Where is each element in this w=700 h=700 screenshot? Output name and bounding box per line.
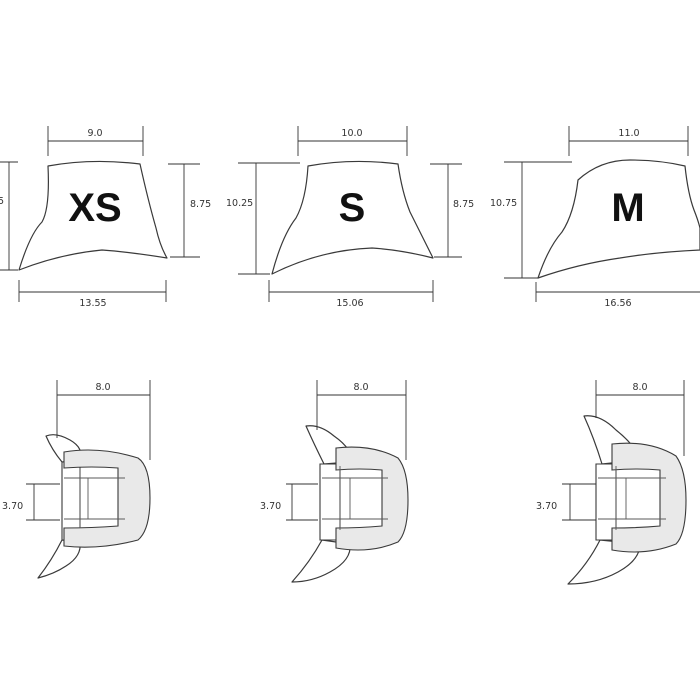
section-width-1: 8.0 (95, 382, 110, 393)
top-width-xs: 9.0 (87, 128, 102, 139)
left-height-xs: 5 (0, 196, 4, 207)
base-width-xs: 13.55 (79, 298, 106, 309)
section-width-3: 8.0 (632, 382, 647, 393)
top-width-m: 11.0 (618, 128, 639, 139)
size-label-xs: XS (68, 186, 121, 230)
section-bore-3: 3.70 (536, 501, 557, 512)
section-bore-1: 3.70 (2, 501, 23, 512)
base-width-s: 15.06 (336, 298, 363, 309)
left-height-s: 10.25 (226, 198, 253, 209)
size-label-s: S (339, 186, 366, 230)
section-foam-3 (611, 442, 687, 553)
eartip-outline-s (271, 160, 434, 275)
section-view-2: 8.0 3.70 (260, 380, 409, 583)
left-height-m: 10.75 (490, 198, 517, 209)
eartip-outline-xs (18, 160, 168, 271)
top-width-s: 10.0 (341, 128, 362, 139)
base-width-m: 16.56 (604, 298, 631, 309)
size-label-m: M (611, 186, 644, 230)
section-foam-2 (335, 446, 409, 551)
right-height-xs: 8.75 (190, 199, 211, 210)
front-view-xs: XS 9.0 13.55 8.75 5 (0, 126, 211, 309)
section-view-3: 8.0 3.70 (536, 380, 687, 585)
section-foam-1 (63, 449, 151, 548)
section-width-2: 8.0 (353, 382, 368, 393)
front-view-s: S 10.0 15.06 8.75 10.25 (226, 126, 474, 309)
section-view-1: 8.0 3.70 (2, 380, 151, 579)
section-bore-2: 3.70 (260, 501, 281, 512)
front-view-m: M 11.0 16.56 10.75 (490, 126, 700, 309)
right-height-s: 8.75 (453, 199, 474, 210)
